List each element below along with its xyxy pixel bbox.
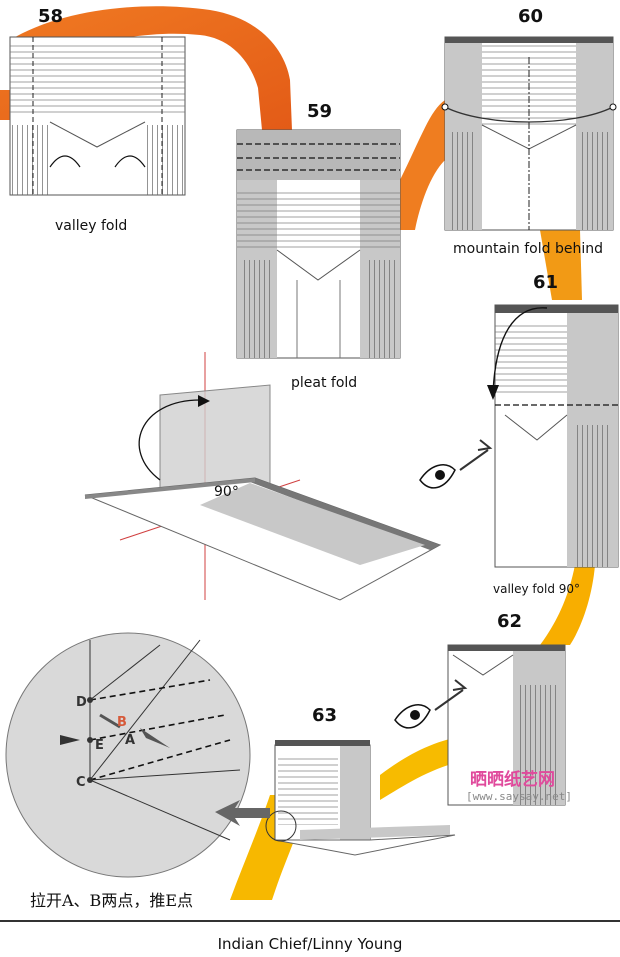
watermark-url: [www.saysay.net] [466, 790, 572, 803]
caption-pleat-fold: pleat fold [291, 375, 358, 391]
eye-icon [394, 679, 468, 729]
step58-diagram [9, 36, 186, 196]
point-label-e: E [95, 738, 104, 753]
footer-divider [0, 920, 620, 922]
point-label-b: B [117, 715, 127, 730]
step-number-61: 61 [533, 272, 559, 293]
step61-diagram [487, 304, 619, 568]
step-number-60: 60 [518, 6, 544, 27]
step-number-63: 63 [312, 705, 338, 726]
caption-valley-fold-90: valley fold 90° [493, 582, 581, 596]
point-label-d: D [76, 695, 87, 710]
step63-diagram [265, 740, 456, 856]
ribbon-orange-down [540, 230, 582, 300]
step60-diagram [441, 36, 617, 231]
watermark-logo: 晒晒纸艺网 [470, 770, 555, 790]
arrow-icon [215, 800, 270, 826]
step-number-62: 62 [497, 611, 523, 632]
instruction-note: 拉开A、B两点，推E点 [30, 891, 193, 910]
ribbon-orange-right [395, 100, 445, 230]
caption-valley-fold: valley fold [55, 218, 128, 234]
footer-credit: Indian Chief/Linny Young [217, 935, 403, 953]
magnified-detail [5, 632, 251, 878]
step62-diagram [447, 644, 566, 806]
angle-label: 90° [214, 484, 239, 500]
step-number-58: 58 [38, 6, 64, 27]
eye-icon [419, 439, 493, 489]
point-label-c: C [76, 775, 86, 790]
caption-mountain-fold-behind: mountain fold behind [453, 241, 603, 257]
step59-diagram [236, 129, 401, 359]
ribbon-yellow-a [540, 565, 595, 645]
point-label-a: A [125, 733, 136, 748]
perspective-90-diagram [84, 352, 442, 601]
step-number-59: 59 [307, 101, 333, 122]
